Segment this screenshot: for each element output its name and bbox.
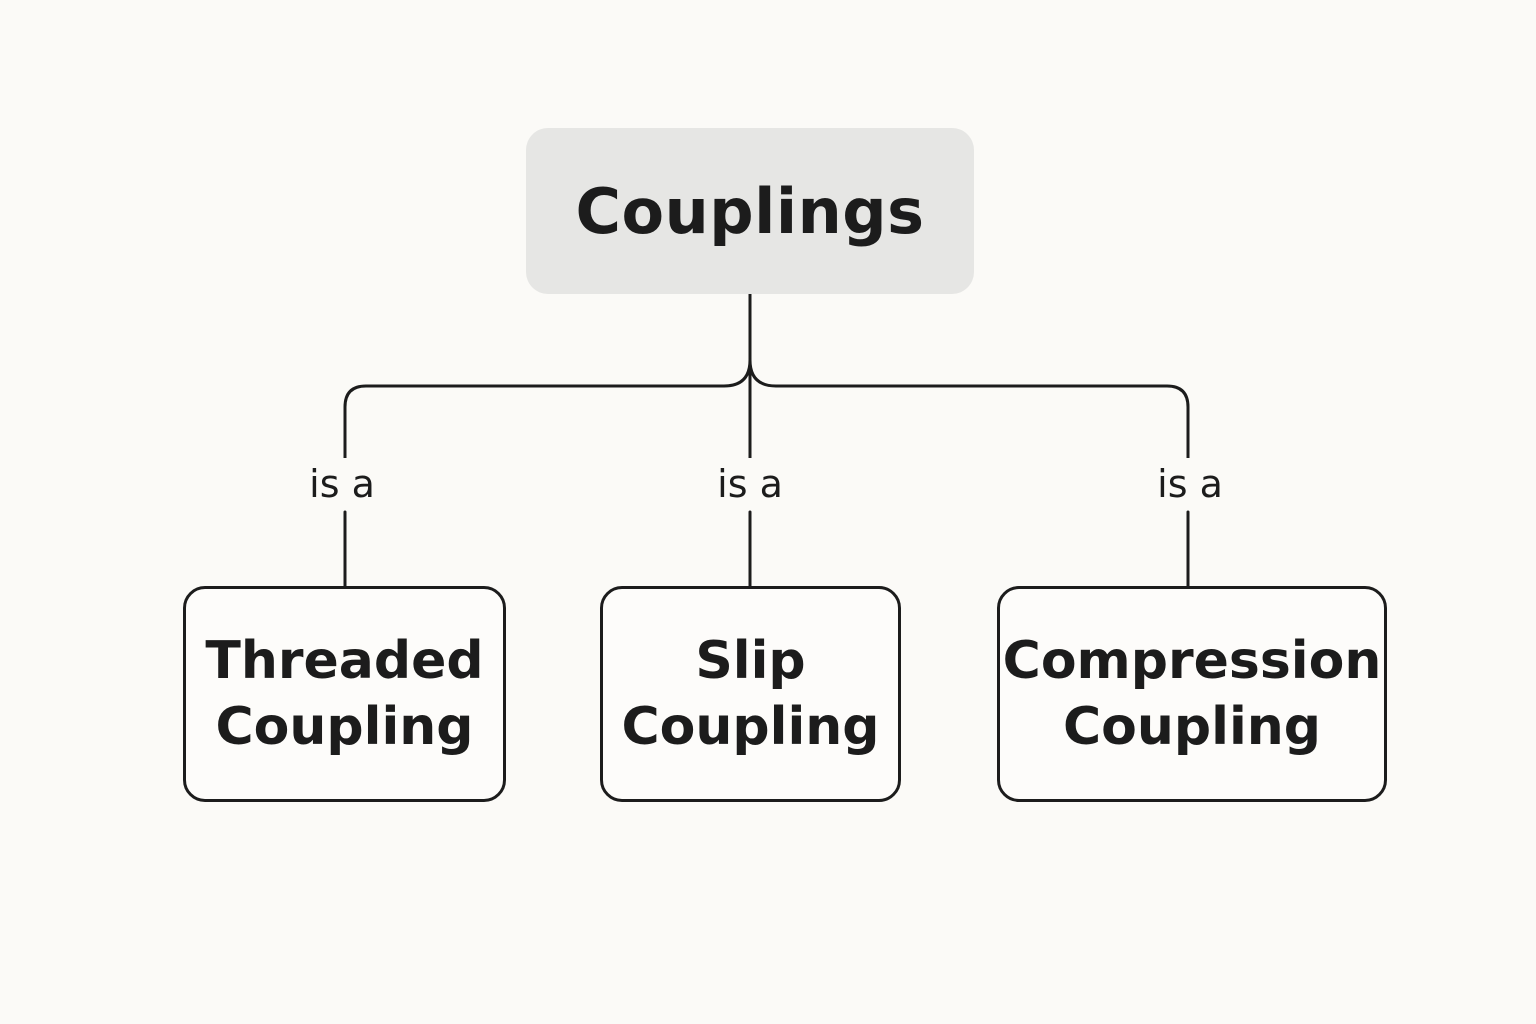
- edge-label-threaded: is a: [299, 458, 385, 510]
- root-label: Couplings: [575, 174, 925, 248]
- root-node: Couplings: [526, 128, 974, 294]
- node-slip-coupling: Slip Coupling: [600, 586, 901, 802]
- node-label-compression: Compression Coupling: [1002, 631, 1382, 757]
- edge-label-compression: is a: [1147, 458, 1233, 510]
- node-label-slip: Slip Coupling: [621, 631, 880, 757]
- node-label-threaded: Threaded Coupling: [205, 631, 484, 757]
- connector-branch-right: [748, 358, 1190, 460]
- node-threaded-coupling: Threaded Coupling: [183, 586, 506, 802]
- connector-branch-left: [343, 358, 752, 460]
- edge-label-slip: is a: [707, 458, 793, 510]
- node-compression-coupling: Compression Coupling: [997, 586, 1387, 802]
